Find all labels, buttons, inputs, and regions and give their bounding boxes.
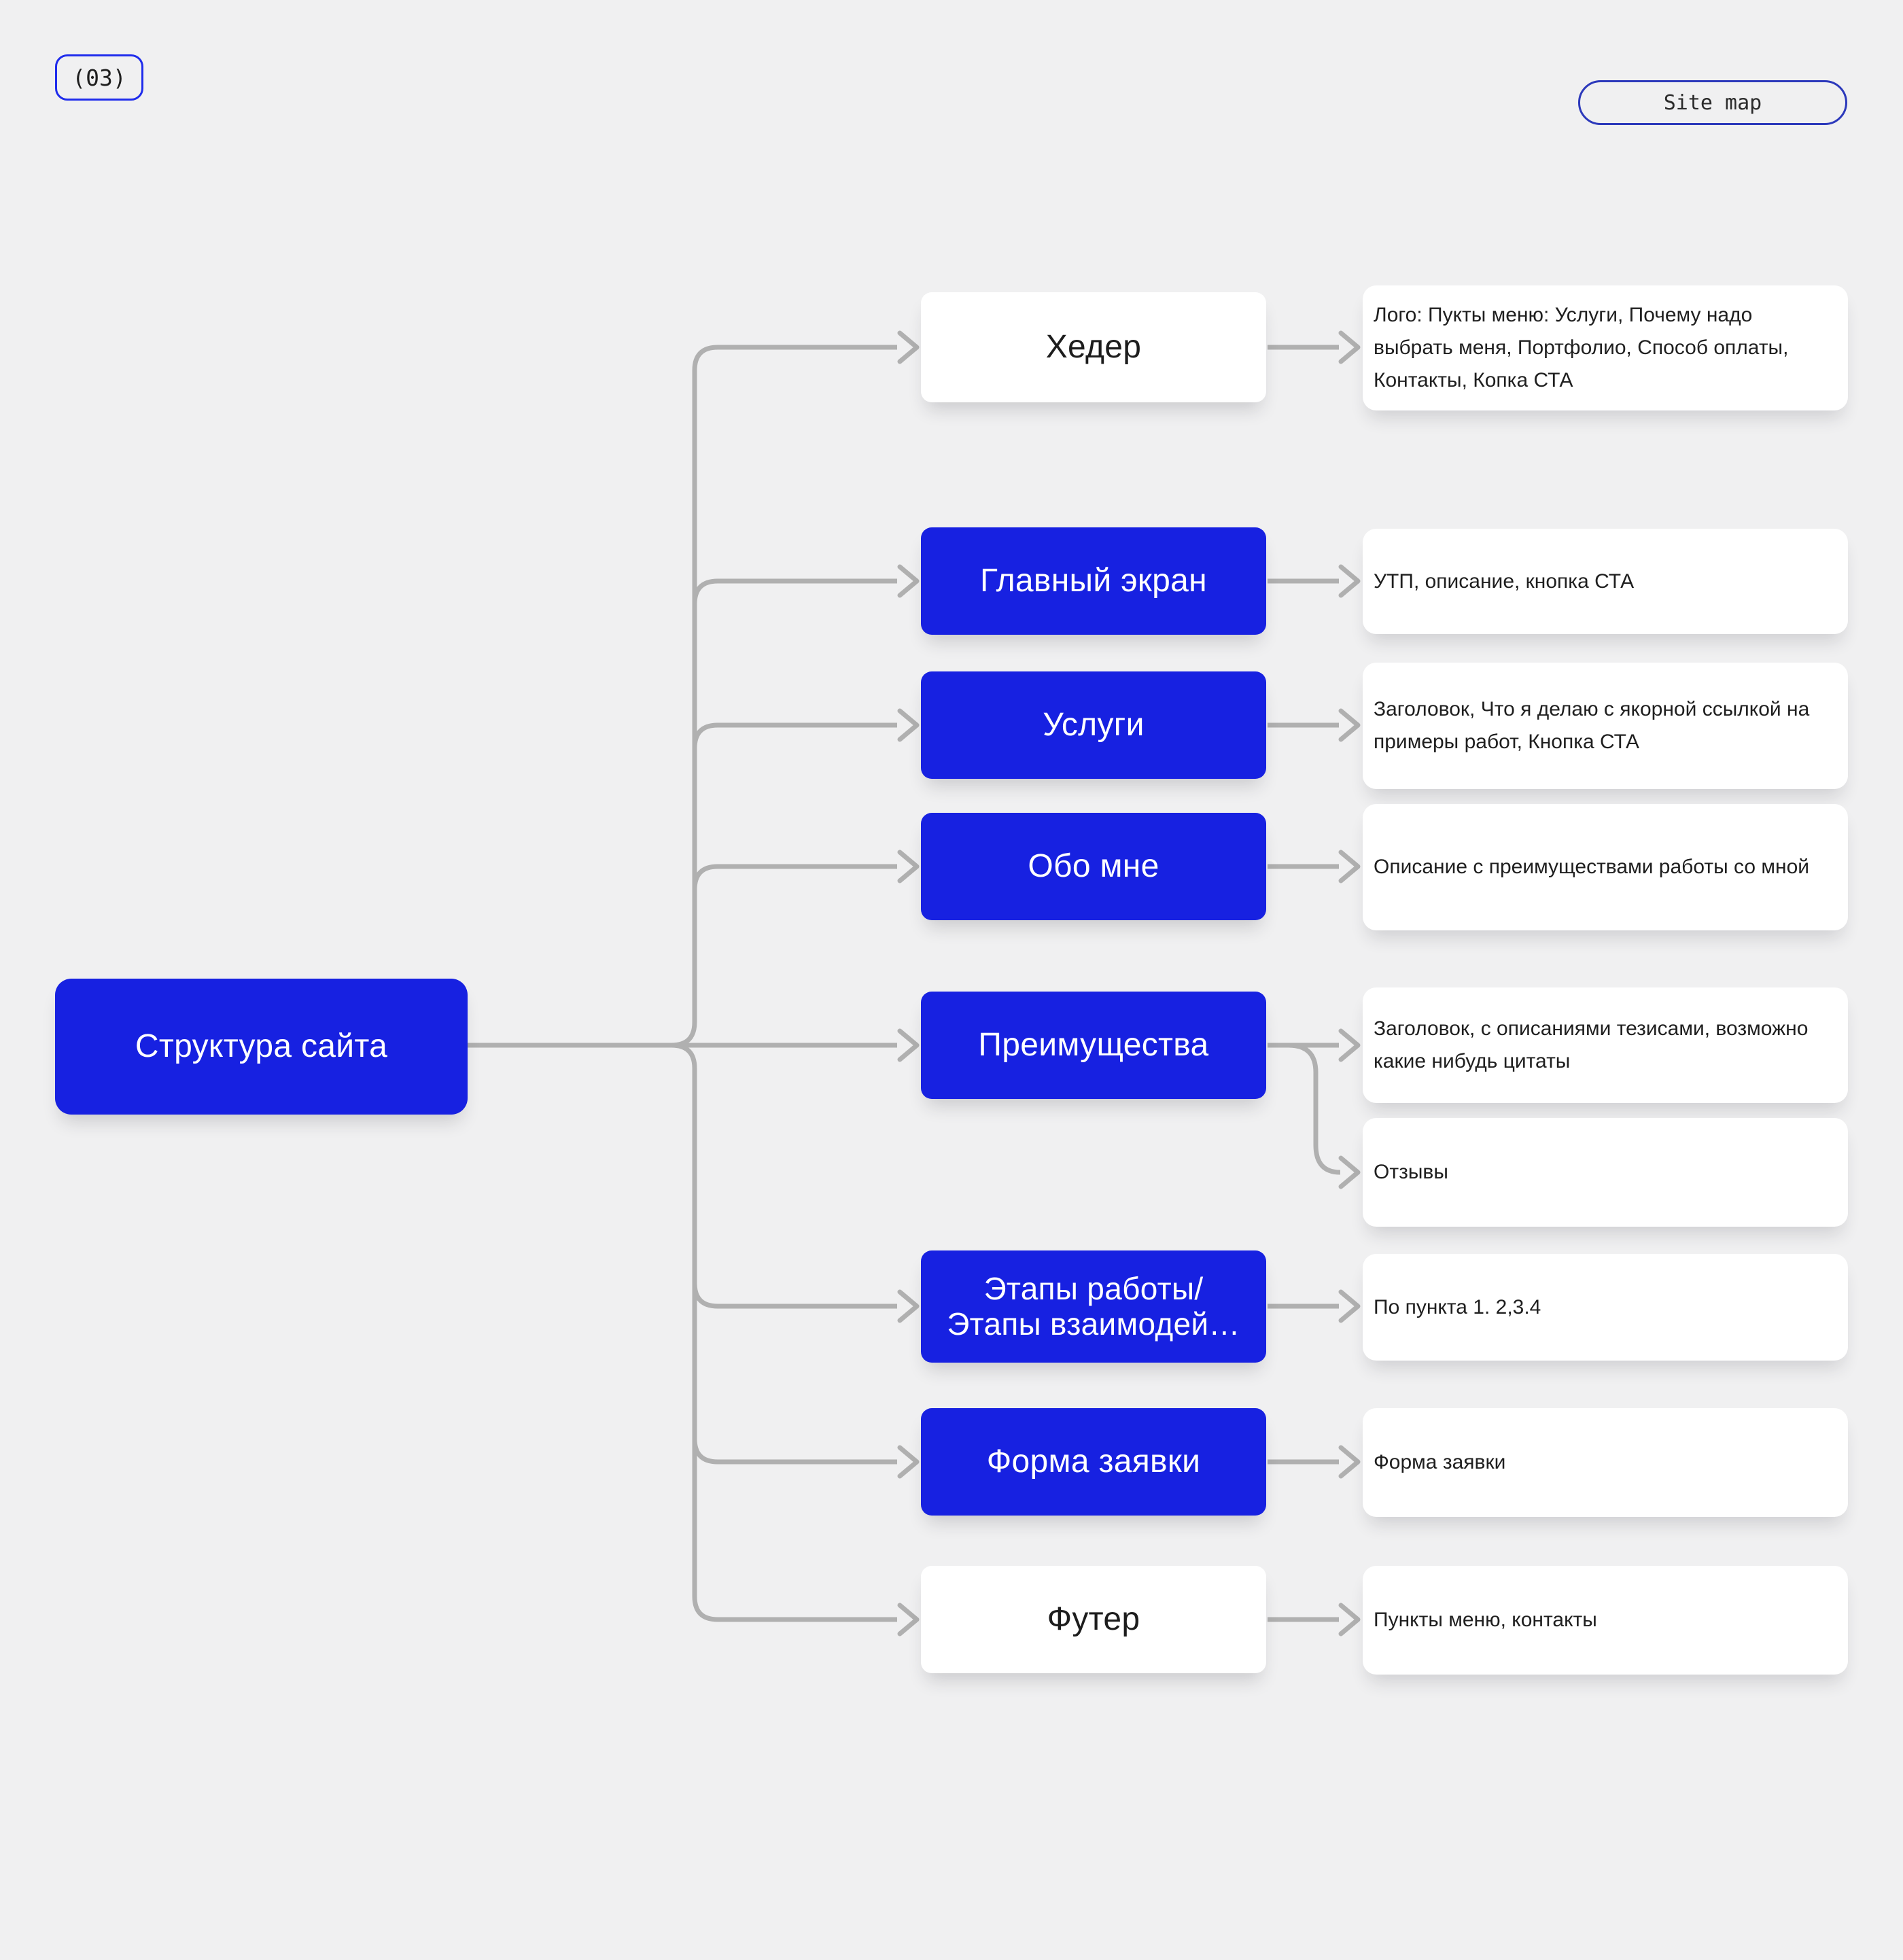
node-work-stages[interactable]: Этапы работы/ Этапы взаимодей… <box>921 1250 1266 1363</box>
node-main-screen[interactable]: Главный экран <box>921 527 1266 635</box>
annotation-footer[interactable]: Пункты меню, контакты <box>1363 1566 1848 1675</box>
annotation-main-screen[interactable]: УТП, описание, кнопка СТА <box>1363 529 1848 634</box>
annotation-services[interactable]: Заголовок, Что я делаю с якорной ссылкой… <box>1363 663 1848 789</box>
tree-connectors <box>468 345 897 1622</box>
node-advantages[interactable]: Преимущества <box>921 992 1266 1099</box>
node-header[interactable]: Хедер <box>921 292 1266 402</box>
annotation-reviews[interactable]: Отзывы <box>1363 1118 1848 1227</box>
site-map-button[interactable]: Site map <box>1578 80 1847 125</box>
root-node-site-structure[interactable]: Структура сайта <box>55 979 468 1115</box>
arrowhead-icons <box>897 330 1361 1637</box>
node-footer[interactable]: Футер <box>921 1566 1266 1673</box>
node-annotation-connectors <box>1268 345 1341 1622</box>
node-request-form[interactable]: Форма заявки <box>921 1408 1266 1516</box>
node-services[interactable]: Услуги <box>921 671 1266 779</box>
annotation-work-stages[interactable]: По пункта 1. 2,3.4 <box>1363 1254 1848 1361</box>
page-number-badge: (03) <box>55 54 143 101</box>
node-about-me[interactable]: Обо мне <box>921 813 1266 920</box>
annotation-request-form[interactable]: Форма заявки <box>1363 1408 1848 1517</box>
annotation-about-me[interactable]: Описание с преимуществами работы со мной <box>1363 804 1848 930</box>
annotation-header[interactable]: Лого: Пукты меню: Услуги, Почему надо вы… <box>1363 285 1848 410</box>
annotation-advantages[interactable]: Заголовок, с описаниями тезисами, возмож… <box>1363 987 1848 1103</box>
